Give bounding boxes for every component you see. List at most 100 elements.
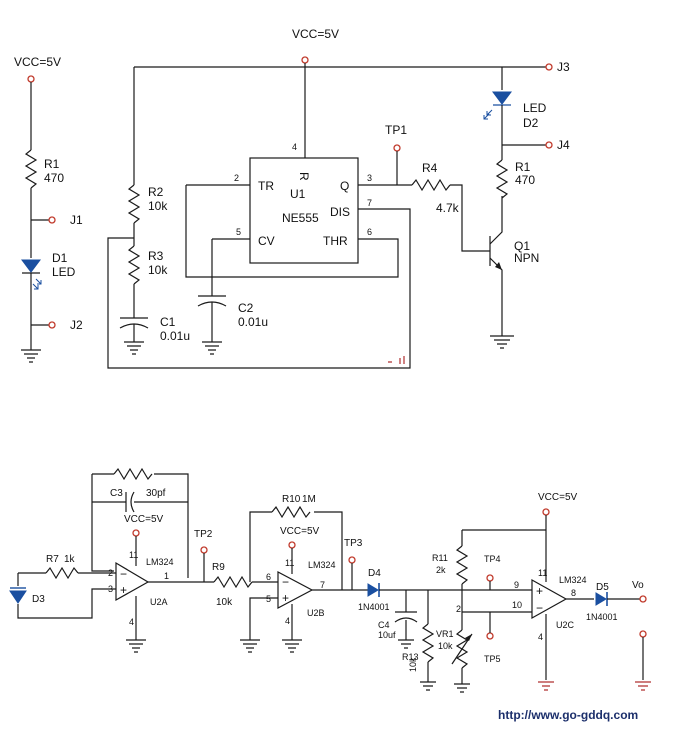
u1-pin-dis: DIS <box>330 205 350 219</box>
tp1-label: TP1 <box>385 123 407 137</box>
u2b-type: LM324 <box>308 560 336 570</box>
capacitor-c3 <box>125 491 135 513</box>
resistor-r3 <box>127 245 141 285</box>
j1-label: J1 <box>70 213 83 227</box>
u2b-minus-sign: − <box>282 575 289 589</box>
vcc-terminal-a <box>27 75 35 83</box>
u2b-pin11: 11 <box>285 558 294 568</box>
r13-ref: R13 <box>402 652 419 662</box>
r2-ref: R2 <box>148 185 164 199</box>
j3-label: J3 <box>557 60 570 74</box>
u2a-pin1: 1 <box>164 571 169 581</box>
r4-value: 4.7k <box>436 201 460 215</box>
c3-ref: C3 <box>110 488 123 499</box>
tp2-label: TP2 <box>194 529 213 540</box>
r3-value: 10k <box>148 263 168 277</box>
ground-symbol-c1 <box>124 341 144 355</box>
tp2-terminal <box>200 546 208 554</box>
u1-pin4-num: 4 <box>292 142 297 152</box>
u2c-pin10: 10 <box>512 600 522 610</box>
r9-value: 10k <box>216 597 233 608</box>
resistor-r13 <box>421 623 435 663</box>
resistor-r1-b <box>495 159 509 199</box>
u1-pin3-num: 3 <box>367 173 372 183</box>
u1-pin-thr: THR <box>323 234 348 248</box>
u2b-pin7: 7 <box>320 580 325 590</box>
vcc-label-b: VCC=5V <box>292 27 339 41</box>
j4-label: J4 <box>557 138 570 152</box>
resistor-r7 <box>45 566 79 580</box>
d2-type: LED <box>523 101 547 115</box>
ground-symbol-u2b <box>282 639 302 653</box>
u1-pin-cv: CV <box>258 234 275 248</box>
diode-d4 <box>367 583 380 597</box>
vcc-terminal-u2c <box>542 508 550 516</box>
tp1-terminal <box>393 144 401 152</box>
q1-type: NPN <box>514 251 539 265</box>
ground-symbol-c2 <box>202 341 222 355</box>
d1-type: LED <box>52 265 76 279</box>
u2b-plus-sign: + <box>282 591 289 605</box>
diode-d5 <box>595 592 608 606</box>
c3-value: 30pf <box>146 488 166 499</box>
j1-terminal <box>48 216 56 224</box>
resistor-r9 <box>213 575 253 589</box>
u2c-pin8: 8 <box>571 588 576 598</box>
tp4-terminal <box>486 574 494 582</box>
tp3-terminal <box>348 556 356 564</box>
vcc-terminal-b <box>301 56 309 64</box>
q1-ref: Q1 <box>514 239 530 253</box>
vcc-label-u2a: VCC=5V <box>124 514 164 525</box>
ground-symbol-vr1 <box>454 683 470 693</box>
u2c-pin4: 4 <box>538 632 543 642</box>
d3-ref: D3 <box>32 594 45 605</box>
capacitor-c4 <box>394 611 418 623</box>
u2a-plus-sign: + <box>120 583 127 597</box>
u2a-type: LM324 <box>146 557 174 567</box>
vcc-label-u2b: VCC=5V <box>280 526 320 537</box>
u2c-plus-sign: + <box>536 584 543 598</box>
u1-pin5-num: 5 <box>236 227 241 237</box>
ground-symbol-q1 <box>490 335 514 349</box>
vcc-terminal-u2b <box>288 541 296 549</box>
r7-ref: R7 <box>46 554 59 565</box>
c2-ref: C2 <box>238 301 254 315</box>
d5-ref: D5 <box>596 582 609 593</box>
r10-value: 1M <box>302 494 316 505</box>
vr1-ref: VR1 <box>436 629 454 639</box>
u1-name: NE555 <box>282 211 319 225</box>
u2b-pin4: 4 <box>285 616 290 626</box>
u2c-type: LM324 <box>559 575 587 585</box>
opamp-u2c <box>531 578 568 620</box>
opamp-u2a <box>115 561 150 602</box>
c1-ref: C1 <box>160 315 176 329</box>
r11-value: 2k <box>436 565 446 575</box>
ne555-chip <box>249 157 359 264</box>
c4-ref: C4 <box>378 620 390 630</box>
r3-ref: R3 <box>148 249 164 263</box>
vcc-terminal-u2a <box>132 529 140 537</box>
u2c-pin9: 9 <box>514 580 519 590</box>
r10-ref: R10 <box>282 494 301 505</box>
ground-symbol-u2a <box>126 639 146 653</box>
vcc-label-a: VCC=5V <box>14 55 61 69</box>
footer-url: http://www.go-gddq.com <box>498 708 638 722</box>
d5-value: 1N4001 <box>586 612 618 622</box>
u1-pin-r: R <box>297 172 311 181</box>
u1-pin7-num: 7 <box>367 198 372 208</box>
c4-value: 10uf <box>378 630 396 640</box>
vo-terminal <box>639 595 647 603</box>
junction-mark <box>388 356 405 364</box>
u1-pin-q: Q <box>340 179 349 193</box>
r1-b-ref: R1 <box>515 160 531 174</box>
c2-value: 0.01u <box>238 315 268 329</box>
ground-symbol-output <box>635 681 651 691</box>
ground-symbol-c4 <box>398 639 414 649</box>
r1-a-value: 470 <box>44 171 64 185</box>
resistor-r1-a <box>24 149 38 189</box>
resistor-r4 <box>411 178 451 192</box>
resistor-r2 <box>127 184 141 224</box>
r7-value: 1k <box>64 554 76 565</box>
tp4-label: TP4 <box>484 554 501 564</box>
